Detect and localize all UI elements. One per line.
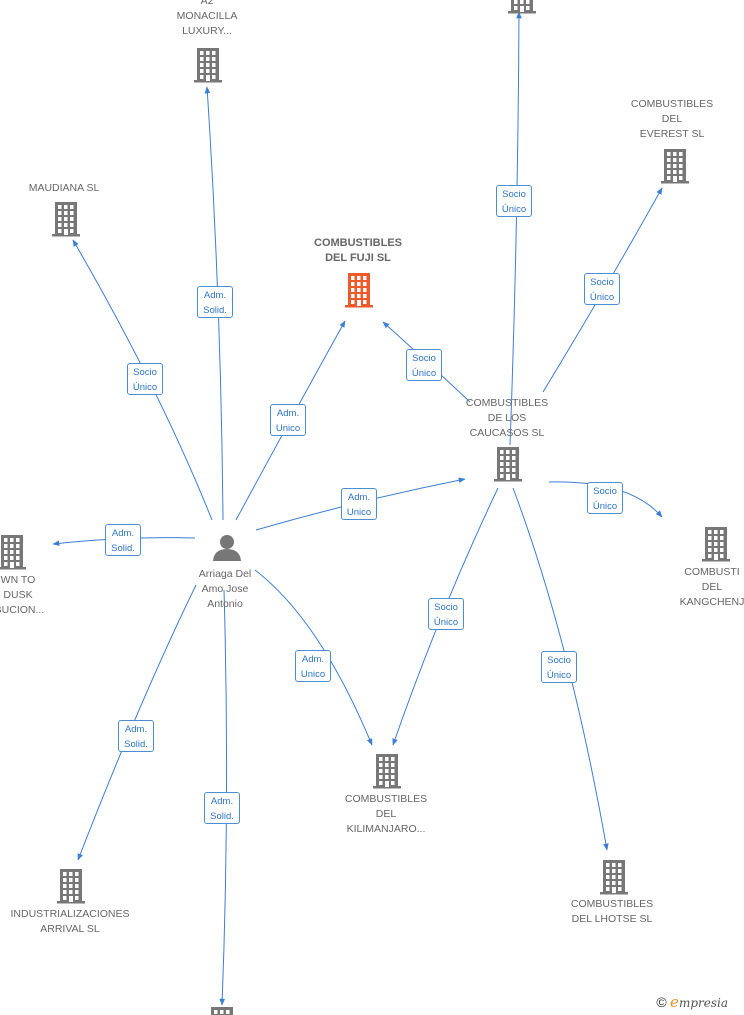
edge-role-label[interactable]: Socio Único	[406, 349, 442, 381]
edge-role-label[interactable]: Socio Único	[127, 363, 163, 395]
edge-person-to-kilimanjaro	[254, 569, 373, 746]
edge-role-label[interactable]: Adm. Solid.	[118, 720, 154, 752]
node-label-lhotse[interactable]: COMBUSTIBLES DEL LHOTSE SL	[570, 898, 654, 925]
brand-name: empresia	[670, 993, 728, 1011]
edge-role-label[interactable]: Adm. Unico	[295, 650, 331, 682]
building-icon[interactable]	[52, 202, 80, 237]
node-label-kangchen[interactable]: COMBUSTI DEL KANGCHENJ	[679, 566, 744, 608]
edge-role-label[interactable]: Adm. Unico	[341, 488, 377, 520]
node-label-maudiana[interactable]: MAUDIANA SL	[28, 182, 100, 194]
node-label-fuji[interactable]: COMBUSTIBLES DEL FUJI SL	[314, 237, 402, 264]
edge-role-label[interactable]: Socio Único	[584, 273, 620, 305]
building-icon[interactable]	[345, 273, 373, 308]
node-label-industrial[interactable]: INDUSTRIALIZACIONES ARRIVAL SL	[10, 908, 130, 935]
edge-person-to-industrial	[77, 584, 197, 861]
node-label-person[interactable]: Arriaga Del Amo Jose Antonio	[198, 568, 252, 610]
edge-role-label[interactable]: Adm. Unico	[270, 404, 306, 436]
building-icon[interactable]	[600, 860, 628, 895]
edge-role-label[interactable]: Socio Único	[541, 651, 577, 683]
empresia-watermark: © empresia	[656, 993, 728, 1011]
node-label-kilimanjaro[interactable]: COMBUSTIBLES DEL KILIMANJARO...	[344, 793, 428, 835]
building-icon[interactable]	[0, 535, 26, 570]
building-icon[interactable]	[508, 0, 536, 14]
person-icon[interactable]	[213, 535, 241, 561]
copyright-symbol: ©	[656, 994, 667, 1010]
node-label-a2[interactable]: A2 MONACILLA LUXURY...	[176, 0, 238, 37]
node-label-caucasos[interactable]: COMBUSTIBLES DE LOS CAUCASOS SL	[465, 397, 549, 439]
edge-role-label[interactable]: Adm. Solid.	[105, 524, 141, 556]
node-label-dusk[interactable]: WN TO DUSK IBUCION...	[0, 574, 45, 616]
edge-role-label[interactable]: Socio Único	[587, 482, 623, 514]
building-icon[interactable]	[661, 149, 689, 184]
building-icon[interactable]	[194, 48, 222, 83]
edge-role-label[interactable]: Adm. Solid.	[197, 286, 233, 318]
building-icon[interactable]	[57, 869, 85, 904]
node-label-everest[interactable]: COMBUSTIBLES DEL EVEREST SL	[630, 98, 714, 140]
edge-role-label[interactable]: Socio Único	[428, 598, 464, 630]
edge-role-label[interactable]: Adm. Solid.	[204, 792, 240, 824]
building-icon[interactable]	[702, 527, 730, 562]
building-icon[interactable]	[373, 754, 401, 789]
building-icon[interactable]	[208, 1007, 236, 1015]
building-icon[interactable]	[494, 447, 522, 482]
edge-caucasos-to-top	[509, 11, 522, 446]
edge-role-label[interactable]: Socio Único	[496, 185, 532, 217]
